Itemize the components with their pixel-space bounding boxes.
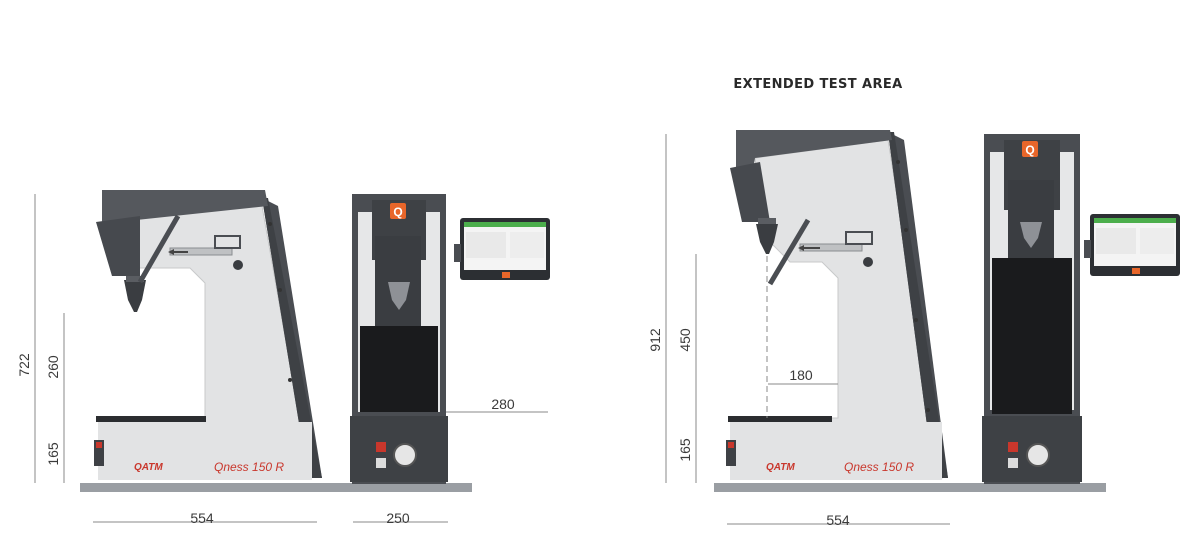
left-model-label: Qness 150 R xyxy=(214,460,284,474)
left-dim-test-height: 260 xyxy=(45,355,61,379)
right-dim-depth: 554 xyxy=(826,512,850,528)
left-brand-label: QATM xyxy=(134,462,163,473)
right-dim-throat: 180 xyxy=(789,367,813,383)
right-machine: QATM Qness 150 R Q xyxy=(647,130,1180,528)
right-c-frame: QATM Qness 150 R xyxy=(726,130,948,480)
left-machine: QATM Qness 150 R Q xyxy=(16,190,550,526)
right-dim-test-height: 450 xyxy=(677,328,693,352)
left-dim-base-height: 165 xyxy=(45,442,61,466)
left-dim-tower-depth: 250 xyxy=(386,510,410,526)
section-title: EXTENDED TEST AREA xyxy=(733,77,902,92)
left-dimension-lines xyxy=(34,194,548,523)
right-dim-total-height: 912 xyxy=(647,328,663,352)
right-model-label: Qness 150 R xyxy=(844,460,914,474)
right-ground-plate xyxy=(714,483,1106,492)
right-control-tower: Q xyxy=(982,134,1082,484)
left-dim-tower-arm: 280 xyxy=(491,396,515,412)
left-c-frame: QATM Qness 150 R xyxy=(94,190,322,480)
svg-text:Q: Q xyxy=(1025,143,1034,157)
right-dimension-lines xyxy=(665,134,950,525)
right-brand-label: QATM xyxy=(766,462,795,473)
left-control-tower: Q xyxy=(350,194,448,484)
left-dim-total-height: 722 xyxy=(16,353,32,377)
right-dim-base-height: 165 xyxy=(677,438,693,462)
left-dim-depth: 554 xyxy=(190,510,214,526)
left-touch-screen xyxy=(454,218,550,280)
svg-text:Q: Q xyxy=(393,205,402,219)
right-touch-screen xyxy=(1084,214,1180,276)
left-ground-plate xyxy=(80,483,472,492)
